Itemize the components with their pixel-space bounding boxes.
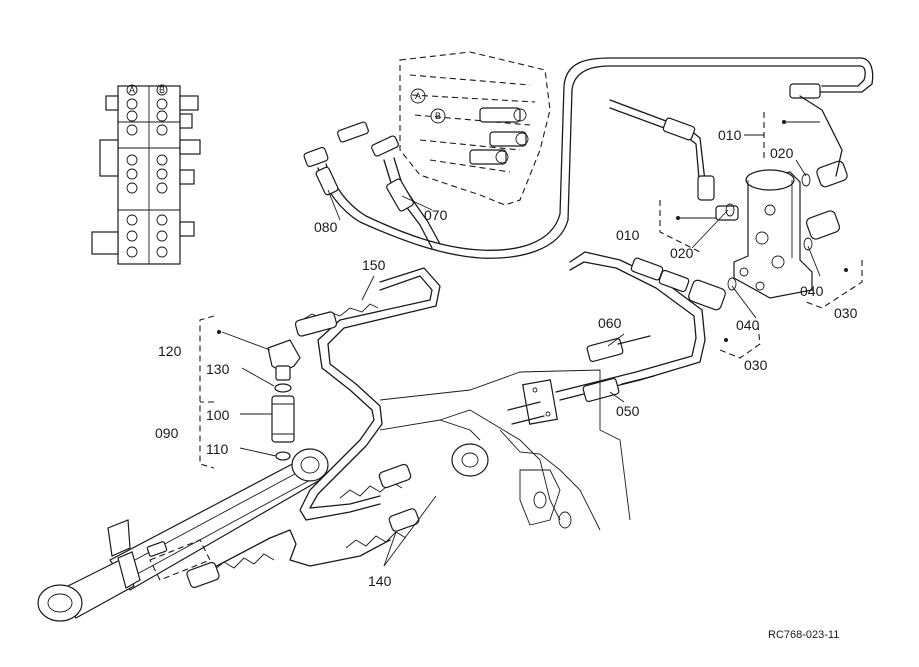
callout-110: 110 bbox=[206, 441, 229, 457]
callout-050: 050 bbox=[616, 403, 640, 419]
control-valve-body: A B bbox=[399, 51, 551, 206]
pipe-010-top bbox=[609, 57, 874, 201]
rotary-valve-block bbox=[688, 95, 848, 311]
callout-040-right: 040 bbox=[800, 283, 824, 299]
fitting-stack-090 bbox=[217, 330, 301, 461]
callout-130: 130 bbox=[206, 361, 230, 377]
hydraulic-cylinder bbox=[37, 448, 329, 622]
leader-lines bbox=[199, 112, 863, 567]
callout-020-mid: 020 bbox=[670, 245, 694, 261]
callout-080: 080 bbox=[314, 219, 338, 235]
frame-bracket bbox=[379, 369, 631, 531]
port-b-marker: B bbox=[435, 111, 441, 121]
callout-010-mid: 010 bbox=[616, 227, 640, 243]
control-valve-schematic: A B bbox=[91, 84, 201, 265]
schematic-port-a: A bbox=[129, 85, 135, 95]
callout-120: 120 bbox=[158, 343, 182, 359]
hose-140-150-assembly bbox=[186, 267, 441, 589]
callout-070: 070 bbox=[424, 207, 448, 223]
port-a-marker: A bbox=[415, 91, 421, 101]
callout-040-mid: 040 bbox=[736, 317, 760, 333]
hose-070-080-assembly bbox=[303, 57, 861, 259]
callout-100: 100 bbox=[206, 407, 230, 423]
callout-020-top: 020 bbox=[770, 145, 794, 161]
reference-code: RC768-023-11 bbox=[768, 629, 839, 641]
callout-010-top: 010 bbox=[718, 127, 742, 143]
callout-030-right: 030 bbox=[834, 305, 858, 321]
callout-140: 140 bbox=[368, 573, 392, 589]
pipe-050-060 bbox=[555, 251, 706, 403]
schematic-port-b: B bbox=[159, 85, 165, 95]
callout-030-mid: 030 bbox=[744, 357, 768, 373]
callout-060: 060 bbox=[598, 315, 622, 331]
callout-090: 090 bbox=[155, 425, 179, 441]
callout-150: 150 bbox=[362, 257, 386, 273]
